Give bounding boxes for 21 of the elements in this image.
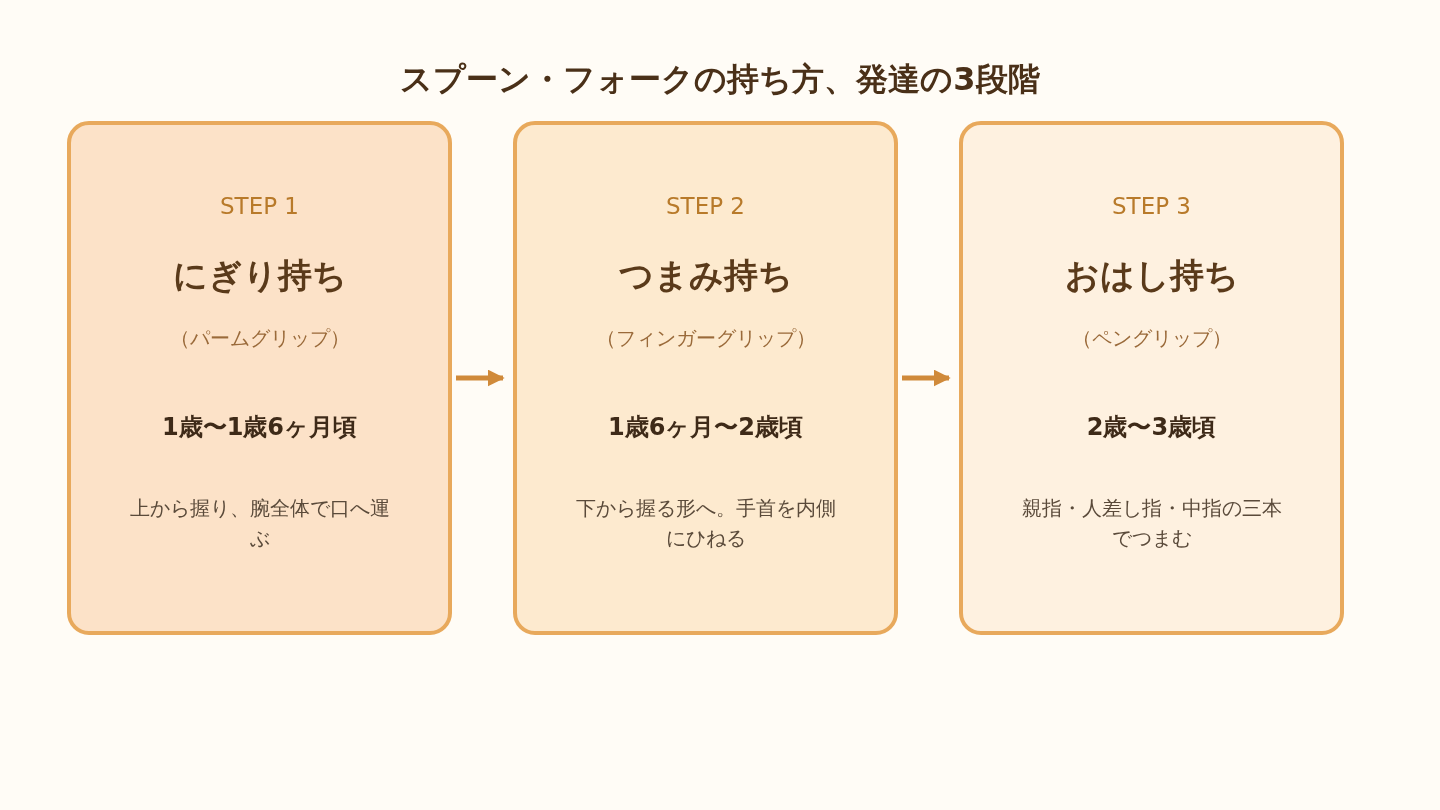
description: 親指・人差し指・中指の三本でつまむ xyxy=(1020,495,1283,552)
grip-name: つまみ持ち xyxy=(617,254,794,297)
step-label: STEP 2 xyxy=(665,193,746,219)
description: 下から握る形へ。手首を内側にひねる xyxy=(574,495,837,552)
step-label: STEP 1 xyxy=(219,193,300,219)
grip-subtitle: （ペングリップ） xyxy=(1070,325,1233,352)
arrow xyxy=(902,369,951,387)
title: スプーン・フォークの持ち方、発達の3段階 xyxy=(399,59,1041,100)
step-card xyxy=(513,121,898,635)
step-label: STEP 3 xyxy=(1111,193,1192,219)
grip-name: おはし持ち xyxy=(1063,254,1240,297)
grip-subtitle: （パームグリップ） xyxy=(168,325,351,352)
age-range: 2歳〜3歳頃 xyxy=(1085,412,1218,443)
age-range: 1歳〜1歳6ヶ月頃 xyxy=(160,412,359,443)
step-card xyxy=(959,121,1344,635)
arrow xyxy=(456,369,505,387)
grip-name: にぎり持ち xyxy=(171,254,348,297)
description: 上から握り、腕全体で口へ運ぶ xyxy=(128,495,391,552)
step-card xyxy=(67,121,452,635)
age-range: 1歳6ヶ月〜2歳頃 xyxy=(606,412,805,443)
grip-subtitle: （フィンガーグリップ） xyxy=(594,325,817,352)
